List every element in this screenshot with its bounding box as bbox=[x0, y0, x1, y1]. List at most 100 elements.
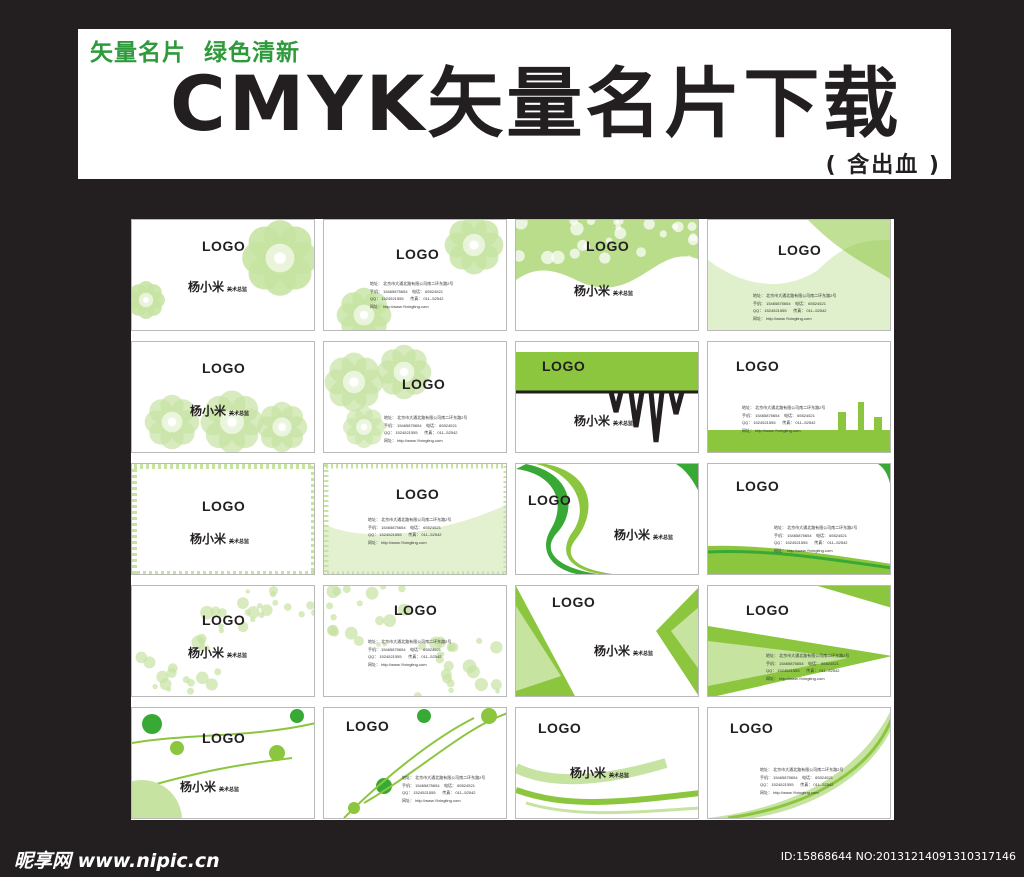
card-name-block: 杨小米美术总监 bbox=[180, 778, 239, 796]
business-card-14: LOGO 地址： 北京市大通北路有限公司南二环东路2号手机： 1546587565… bbox=[323, 585, 507, 697]
card-job-title: 美术总监 bbox=[653, 535, 674, 541]
business-card-18: LOGO 地址： 北京市大通北路有限公司南二环东路2号手机： 1546587565… bbox=[323, 707, 507, 819]
business-card-12: LOGO 地址： 北京市大通北路有限公司南二环东路2号手机： 1546587565… bbox=[707, 463, 891, 575]
title-banner: 矢量名片 绿色清新 CMYK矢量名片下载 ( 含出血 ) bbox=[78, 29, 951, 179]
card-decoration bbox=[708, 220, 890, 330]
card-contact-block: 地址： 北京市大通北路有限公司南二环东路2号手机： 15465875654 电话… bbox=[370, 280, 453, 310]
card-logo: LOGO bbox=[736, 478, 780, 494]
card-decoration bbox=[135, 586, 314, 695]
card-contact-web-line: 网址： http://www.Yixingting.com bbox=[753, 315, 812, 321]
card-name-block: 杨小米美术总监 bbox=[188, 278, 247, 296]
card-job-title: 美术总监 bbox=[613, 291, 634, 297]
card-decoration bbox=[708, 586, 890, 696]
card-logo: LOGO bbox=[202, 612, 246, 628]
card-contact-phone-line: 手机： 15465875654 电话： 65524521 bbox=[742, 412, 815, 418]
card-job-title: 美术总监 bbox=[613, 421, 634, 427]
banner-subtitle: 矢量名片 绿色清新 bbox=[90, 40, 301, 66]
banner-title: CMYK矢量名片下载 bbox=[170, 59, 902, 148]
card-person-name: 杨小米 bbox=[570, 766, 607, 780]
card-contact-web-line: 网址： http://www.Yixingting.com bbox=[766, 675, 825, 681]
card-logo: LOGO bbox=[746, 602, 790, 618]
card-contact-block: 地址： 北京市大通北路有限公司南二环东路2号手机： 15465875654 电话… bbox=[368, 516, 451, 546]
card-person-name: 杨小米 bbox=[190, 404, 227, 418]
card-decoration bbox=[326, 586, 503, 696]
card-contact-qq-line: QQ： 1524521555 传真： 011--52542 bbox=[368, 532, 442, 537]
card-logo: LOGO bbox=[528, 492, 572, 508]
card-contact-phone-line: 手机： 15465875654 电话： 65524521 bbox=[766, 660, 839, 666]
card-contact-phone-line: 手机： 15465875654 电话： 65524521 bbox=[368, 646, 441, 652]
card-decoration bbox=[343, 708, 506, 818]
card-person-name: 杨小米 bbox=[594, 644, 631, 658]
card-decoration bbox=[132, 464, 314, 574]
card-contact-address: 地址： 北京市大通北路有限公司南二环东路2号 bbox=[368, 517, 452, 522]
card-logo: LOGO bbox=[202, 730, 246, 746]
card-name-block: 杨小米美术总监 bbox=[574, 412, 633, 430]
card-job-title: 美术总监 bbox=[633, 651, 654, 657]
card-contact-phone-line: 手机： 15465875654 电话： 65524521 bbox=[368, 524, 441, 530]
watermark-site: 昵享网 www.nipic.cn bbox=[14, 850, 220, 872]
card-contact-address: 地址： 北京市大通北路有限公司南二环东路2号 bbox=[742, 405, 826, 410]
card-name-block: 杨小米美术总监 bbox=[190, 402, 249, 420]
card-job-title: 美术总监 bbox=[227, 287, 248, 293]
card-job-title: 美术总监 bbox=[219, 787, 240, 793]
card-contact-web-line: 网址： http://www.Yixingting.com bbox=[370, 303, 429, 309]
card-contact-phone-line: 手机： 15465875654 电话： 65524521 bbox=[370, 288, 443, 294]
card-logo: LOGO bbox=[552, 594, 596, 610]
card-logo: LOGO bbox=[542, 358, 586, 374]
card-contact-block: 地址： 北京市大通北路有限公司南二环东路2号手机： 15465875654 电话… bbox=[402, 774, 485, 804]
card-contact-block: 地址： 北京市大通北路有限公司南二环东路2号手机： 15465875654 电话… bbox=[766, 652, 849, 682]
card-job-title: 美术总监 bbox=[227, 653, 248, 659]
business-card-3: LOGO 杨小米美术总监 bbox=[515, 219, 699, 331]
card-person-name: 杨小米 bbox=[180, 780, 217, 794]
card-person-name: 杨小米 bbox=[614, 528, 651, 542]
card-contact-block: 地址： 北京市大通北路有限公司南二环东路2号手机： 15465875654 电话… bbox=[774, 524, 857, 554]
card-decoration bbox=[708, 402, 890, 452]
card-decoration bbox=[132, 220, 314, 319]
card-job-title: 美术总监 bbox=[229, 411, 250, 417]
card-person-name: 杨小米 bbox=[190, 532, 227, 546]
card-person-name: 杨小米 bbox=[188, 646, 225, 660]
business-card-19: LOGO 杨小米美术总监 bbox=[515, 707, 699, 819]
card-contact-block: 地址： 北京市大通北路有限公司南二环东路2号手机： 15465875654 电话… bbox=[760, 766, 843, 796]
card-contact-address: 地址： 北京市大通北路有限公司南二环东路2号 bbox=[753, 293, 837, 298]
card-contact-block: 地址： 北京市大通北路有限公司南二环东路2号手机： 15465875654 电话… bbox=[384, 414, 467, 444]
business-card-9: LOGO 杨小米美术总监 bbox=[131, 463, 315, 575]
card-contact-web-line: 网址： http://www.Yixingting.com bbox=[368, 539, 427, 545]
card-contact-phone-line: 手机： 15465875654 电话： 65524521 bbox=[753, 300, 826, 306]
card-name-block: 杨小米美术总监 bbox=[188, 644, 247, 662]
card-contact-address: 地址： 北京市大通北路有限公司南二环东路2号 bbox=[402, 775, 486, 780]
business-card-7: LOGO 杨小米美术总监 bbox=[515, 341, 699, 453]
card-contact-web-line: 网址： http://www.Yixingting.com bbox=[384, 437, 443, 443]
card-decoration bbox=[516, 352, 698, 443]
card-name-block: 杨小米美术总监 bbox=[614, 526, 673, 544]
card-logo: LOGO bbox=[202, 238, 246, 254]
card-contact-address: 地址： 北京市大通北路有限公司南二环东路2号 bbox=[760, 767, 844, 772]
card-contact-web-line: 网址： http://www.Yixingting.com bbox=[368, 661, 427, 667]
card-contact-address: 地址： 北京市大通北路有限公司南二环东路2号 bbox=[766, 653, 850, 658]
card-name-block: 杨小米美术总监 bbox=[190, 530, 249, 548]
card-contact-phone-line: 手机： 15465875654 电话： 65524521 bbox=[774, 532, 847, 538]
card-logo: LOGO bbox=[778, 242, 822, 258]
card-contact-web-line: 网址： http://www.Yixingting.com bbox=[402, 797, 461, 803]
card-logo: LOGO bbox=[202, 498, 246, 514]
card-name-block: 杨小米美术总监 bbox=[570, 764, 629, 782]
card-contact-qq-line: QQ： 1524521555 传真： 011--52542 bbox=[368, 654, 442, 659]
card-contact-qq-line: QQ： 1524521555 传真： 011--52542 bbox=[742, 420, 816, 425]
card-logo: LOGO bbox=[538, 720, 582, 736]
card-contact-phone-line: 手机： 15465875654 电话： 65524521 bbox=[402, 782, 475, 788]
card-decoration bbox=[708, 464, 890, 574]
card-decoration bbox=[516, 758, 698, 815]
card-logo: LOGO bbox=[394, 602, 438, 618]
card-person-name: 杨小米 bbox=[574, 284, 611, 298]
business-card-1: LOGO 杨小米美术总监 bbox=[131, 219, 315, 331]
card-contact-qq-line: QQ： 1524521555 传真： 011--52542 bbox=[766, 668, 840, 673]
card-contact-address: 地址： 北京市大通北路有限公司南二环东路2号 bbox=[368, 639, 452, 644]
card-logo: LOGO bbox=[586, 238, 630, 254]
card-contact-qq-line: QQ： 1524521555 传真： 011--52542 bbox=[774, 540, 848, 545]
card-logo: LOGO bbox=[346, 718, 390, 734]
card-job-title: 美术总监 bbox=[229, 539, 250, 545]
card-decoration bbox=[336, 220, 504, 330]
